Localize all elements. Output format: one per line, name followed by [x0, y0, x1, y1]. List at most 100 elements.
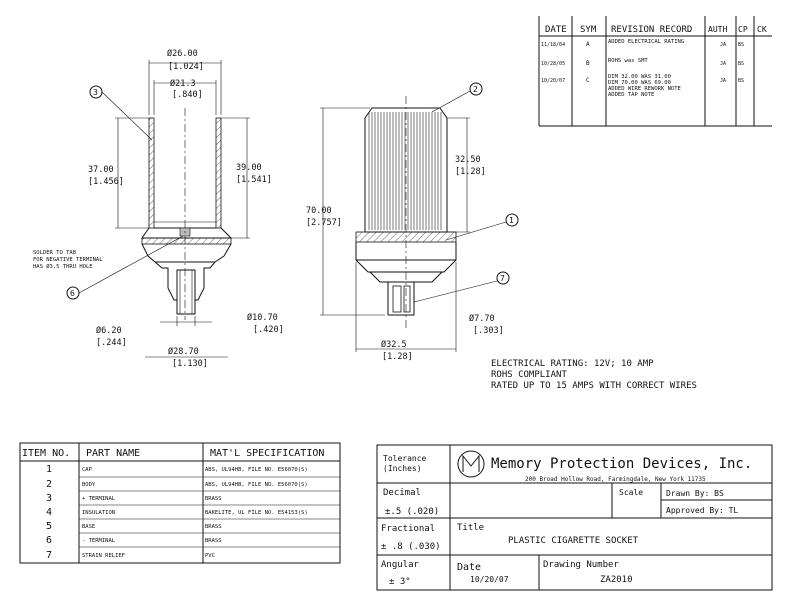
rev-row-text: ADDED TAP NOTE	[608, 92, 654, 98]
parts-row-no: 6	[46, 535, 52, 546]
rev-row-cp: BS	[738, 78, 744, 84]
tolerance-label: Tolerance	[383, 454, 427, 463]
terminal-tube	[176, 269, 196, 315]
company-address: 200 Broad Hollow Road, Farmingdale, New …	[525, 476, 706, 483]
rev-row-auth: JA	[720, 78, 726, 84]
rev-header-auth: AUTH	[708, 25, 727, 34]
rev-row-cp: BS	[738, 61, 744, 67]
drawing-title: PLASTIC CIGARETTE SOCKET	[508, 536, 639, 546]
dim-flange: Ø10.70	[247, 312, 278, 323]
notes: ELECTRICAL RATING: 12V; 10 AMP ROHS COMP…	[491, 359, 697, 391]
rev-row-sym: C	[586, 77, 590, 84]
elevation-view: 32.50 [1.28] 70.00 [2.757] Ø32.5 [1.28] …	[306, 82, 519, 362]
rev-row-auth: JA	[720, 42, 726, 48]
callout-1: 1	[509, 216, 514, 225]
date-value: 10/20/07	[470, 575, 509, 584]
parts-header-item: ITEM NO.	[22, 448, 70, 459]
solder-note: HAS Ø3.5 THRU HOLE	[33, 263, 93, 270]
dim-base-dia: Ø28.70	[168, 346, 199, 357]
callout-3: 3	[93, 88, 98, 97]
parts-row-spec: ABS, UL94HB, FILE NO. E56070(S)	[205, 467, 308, 473]
cap-ribs	[368, 112, 442, 230]
angular-label: Angular	[381, 560, 420, 570]
company-logo	[457, 450, 485, 478]
parts-row-spec: BRASS	[205, 496, 222, 502]
strain-relief-slot	[403, 285, 411, 313]
solder-note: FOR NEGATIVE TERMINAL	[33, 257, 103, 263]
angular-value: ± 3°	[389, 577, 411, 587]
dim-base-dia-in: [1.130]	[172, 359, 208, 369]
parts-row-no: 1	[46, 464, 52, 475]
dim-overall-height-in: [2.757]	[306, 218, 342, 228]
section-view: Ø26.00 [1.024] Ø21.3 [.840] 37.00 [1.456…	[33, 48, 284, 369]
dim-body-height: 39.00	[236, 163, 262, 173]
note-line: ELECTRICAL RATING: 12V; 10 AMP	[491, 359, 654, 369]
rev-row-sym: A	[586, 41, 590, 48]
rev-row-date: 10/28/05	[541, 61, 565, 67]
parts-row-spec: BRASS	[205, 538, 222, 544]
parts-header-spec: MAT'L SPECIFICATION	[210, 448, 324, 459]
scale-label: Scale	[619, 488, 643, 497]
rev-header-sym: SYM	[580, 25, 597, 35]
solder-note: SOLDER TO TAB	[33, 250, 77, 256]
wall-right	[215, 117, 222, 229]
rev-row-text: ADDED ELECTRICAL RATING	[608, 39, 684, 45]
rev-header-date: DATE	[545, 25, 567, 35]
dim-top-height: 32.50	[455, 155, 481, 165]
parts-row-name: CAP	[82, 467, 93, 473]
parts-row-name: + TERMINAL	[82, 496, 116, 502]
approved-by: Approved By: TL	[666, 506, 738, 515]
dim-strain-dia: Ø7.70	[469, 313, 495, 324]
dim-top-height-in: [1.28]	[455, 167, 486, 177]
callout-7: 7	[500, 274, 505, 283]
parts-row-no: 5	[46, 521, 52, 532]
dim-depth-in: [1.456]	[88, 177, 124, 187]
rev-row-text: ADDED WIRE REWORK NOTE	[608, 86, 681, 92]
rev-row-date: 10/20/07	[541, 78, 565, 84]
parts-row-no: 2	[46, 479, 52, 490]
parts-row-name: BODY	[82, 482, 96, 488]
parts-row-name: BASE	[82, 524, 95, 530]
rev-row-cp: BS	[738, 42, 744, 48]
decimal-value: ±.5 (.020)	[385, 507, 439, 517]
rev-header-ck: CK	[757, 25, 767, 34]
dim-body-height-in: [1.541]	[236, 175, 272, 185]
fractional-label: Fractional	[381, 524, 435, 534]
dim-terminal-dia-in: [.244]	[96, 338, 127, 348]
dim-inner-dia: Ø21.3	[170, 78, 196, 89]
parts-header-name: PART NAME	[86, 448, 140, 459]
parts-row-no: 7	[46, 550, 52, 561]
title-block: Tolerance (Inches) Memory Protection Dev…	[376, 444, 773, 591]
drawing-number: ZA2010	[600, 575, 633, 585]
note-line: ROHS COMPLIANT	[491, 370, 567, 380]
parts-row-name: STRAIN RELIEF	[82, 553, 125, 559]
dim-flange-in: [.420]	[253, 325, 284, 335]
rev-row-text: DIM 32.00 WAS 31.00	[608, 74, 671, 80]
dim-strain-dia-in: [.303]	[473, 326, 504, 336]
callout-2: 2	[473, 85, 478, 94]
insulation	[141, 237, 232, 245]
parts-table: ITEM NO. PART NAME MAT'L SPECIFICATION 1…	[19, 442, 341, 564]
dim-outer-dia: Ø26.00	[167, 48, 198, 59]
strain-relief-slot	[392, 285, 402, 313]
tolerance-sub: (Inches)	[383, 464, 422, 473]
rev-header-cp: CP	[738, 25, 748, 34]
parts-row-spec: BAKELITE, UL FILE NO. E54153(S)	[205, 510, 308, 516]
dim-outer-dia-in: [1.024]	[168, 62, 204, 72]
rev-row-auth: JA	[720, 61, 726, 67]
parts-row-no: 4	[46, 507, 52, 518]
title-label: Title	[457, 523, 484, 533]
drawn-by: Drawn By: BS	[666, 489, 724, 498]
dim-inner-dia-in: [.840]	[172, 90, 203, 100]
rev-row-date: 11/18/04	[541, 42, 565, 48]
decimal-label: Decimal	[383, 488, 421, 498]
fractional-value: ± .8 (.030)	[381, 542, 441, 552]
parts-row-spec: PVC	[205, 553, 215, 559]
dim-terminal-dia: Ø6.20	[96, 325, 122, 336]
rev-row-sym: B	[586, 60, 590, 67]
date-label: Date	[457, 562, 481, 573]
note-line: RATED UP TO 15 AMPS WITH CORRECT WIRES	[491, 381, 697, 391]
callout-6: 6	[70, 289, 75, 298]
rev-header-record: REVISION RECORD	[611, 25, 692, 35]
